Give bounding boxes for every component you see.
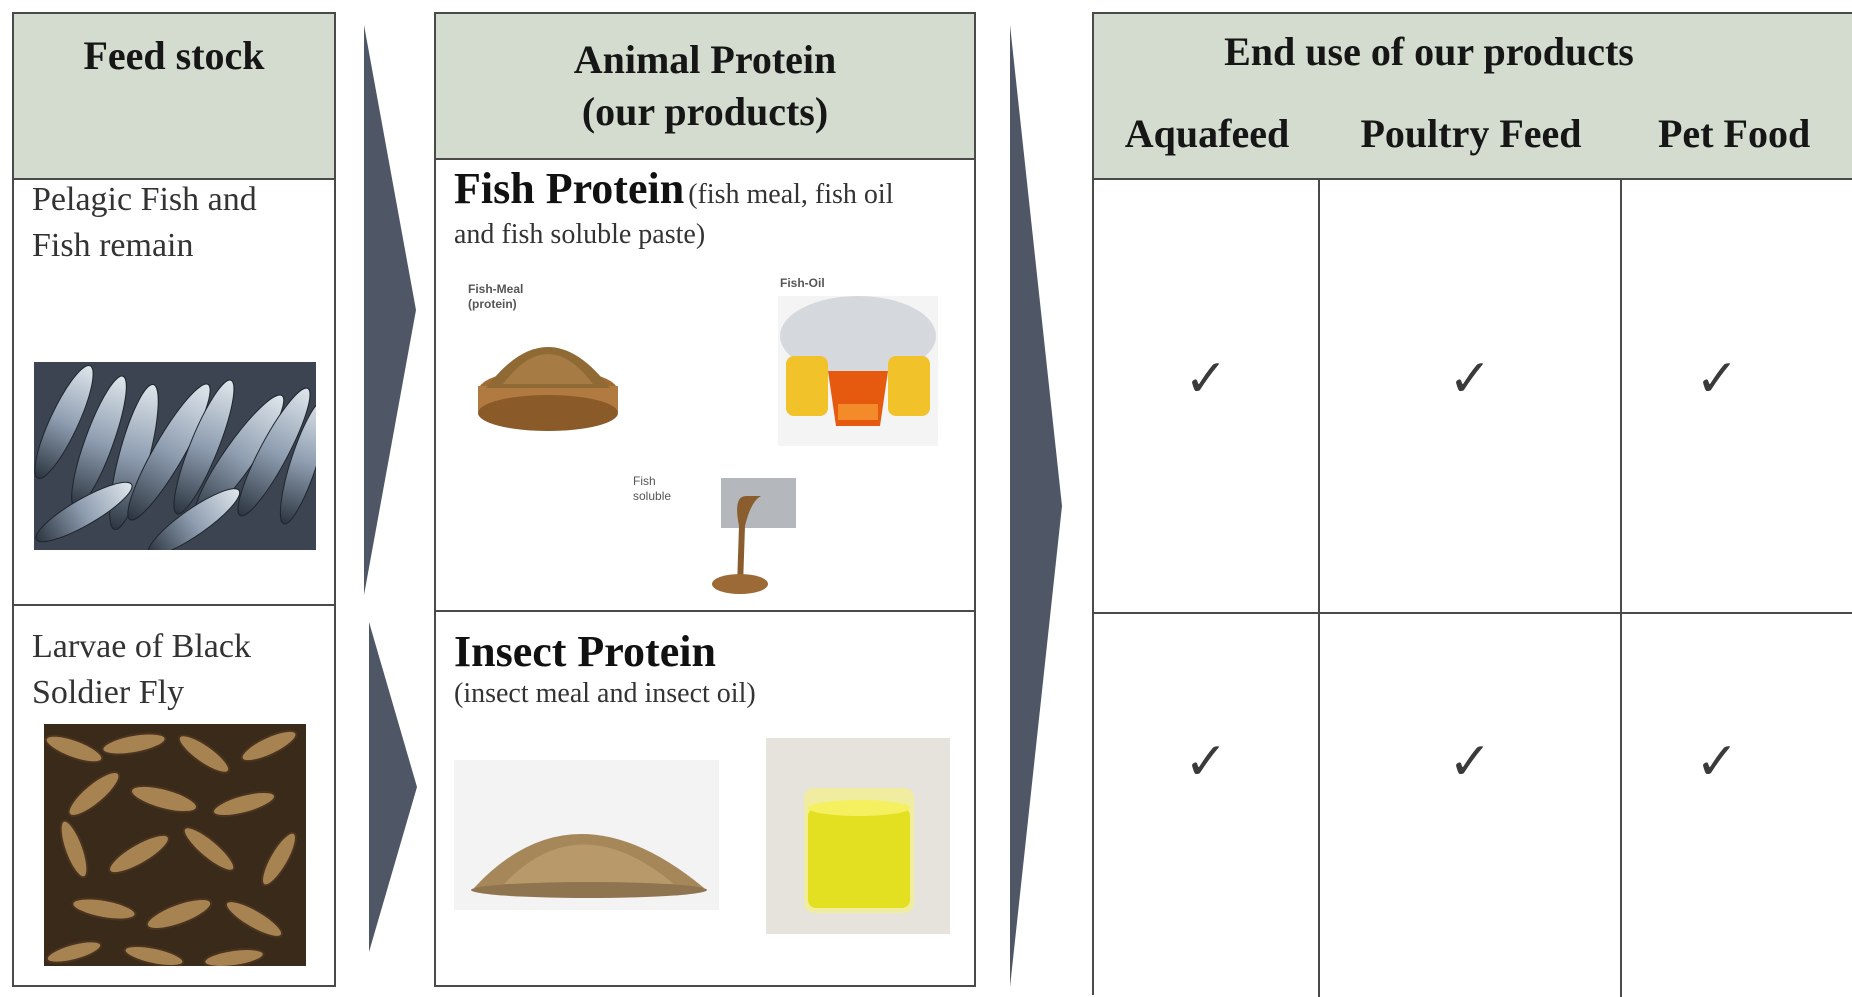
check-insect-poultry: ✓ xyxy=(1320,727,1620,797)
sardines-photo xyxy=(34,362,316,550)
feedstock-header: Feed stock xyxy=(14,14,334,180)
products-panel: Animal Protein (our products) Fish Prote… xyxy=(434,12,976,987)
insect-protein-title: Insect Protein xyxy=(454,628,716,676)
column-header-aquafeed: Aquafeed xyxy=(1094,90,1322,180)
feedstock-item-fish-label: Pelagic Fish and Fish remain xyxy=(32,177,257,269)
fish-meal-photo: Fish-Meal (protein) xyxy=(458,276,638,446)
column-header-poultry-feed: Poultry Feed xyxy=(1320,90,1624,180)
check-fish-poultry: ✓ xyxy=(1320,344,1620,414)
products-divider xyxy=(436,610,974,612)
feedstock-divider xyxy=(14,604,334,606)
column-divider-2 xyxy=(1620,178,1622,997)
column-divider-1 xyxy=(1318,178,1320,997)
check-fish-aquafeed: ✓ xyxy=(1094,344,1318,414)
end-use-header: End use of our products xyxy=(1094,14,1852,92)
insect-oil-photo xyxy=(766,738,950,934)
feedstock-panel: Feed stock Pelagic Fish and Fish remain xyxy=(12,12,336,987)
insect-protein-desc: (insect meal and insect oil) xyxy=(454,678,756,710)
arrow-products-to-end-use xyxy=(1006,25,1066,987)
larvae-photo xyxy=(44,724,306,966)
feedstock-header-text: Feed stock xyxy=(83,30,264,82)
products-header: Animal Protein (our products) xyxy=(436,14,974,160)
arrow-larvae-to-products xyxy=(365,622,420,952)
fish-protein-heading: Fish Protein (fish meal, fish oil xyxy=(454,169,964,219)
fish-soluble-photo: Fish soluble xyxy=(621,466,806,601)
fish-protein-desc-a: (fish meal, fish oil xyxy=(688,179,893,210)
row-divider xyxy=(1094,612,1852,614)
fish-protein-desc-b: and fish soluble paste) xyxy=(454,219,705,251)
fish-oil-photo: Fish-Oil xyxy=(768,276,943,451)
column-header-pet-food: Pet Food xyxy=(1622,90,1852,180)
check-insect-pet-food: ✓ xyxy=(1622,727,1812,797)
check-insect-aquafeed: ✓ xyxy=(1094,727,1318,797)
end-use-table: End use of our products Aquafeed Poultry… xyxy=(1092,12,1852,995)
fish-protein-title: Fish Protein xyxy=(454,164,684,213)
check-fish-pet-food: ✓ xyxy=(1622,344,1812,414)
insect-meal-photo xyxy=(454,760,719,910)
arrow-fish-to-products xyxy=(360,25,420,595)
feedstock-item-larvae-label: Larvae of Black Soldier Fly xyxy=(32,624,251,716)
